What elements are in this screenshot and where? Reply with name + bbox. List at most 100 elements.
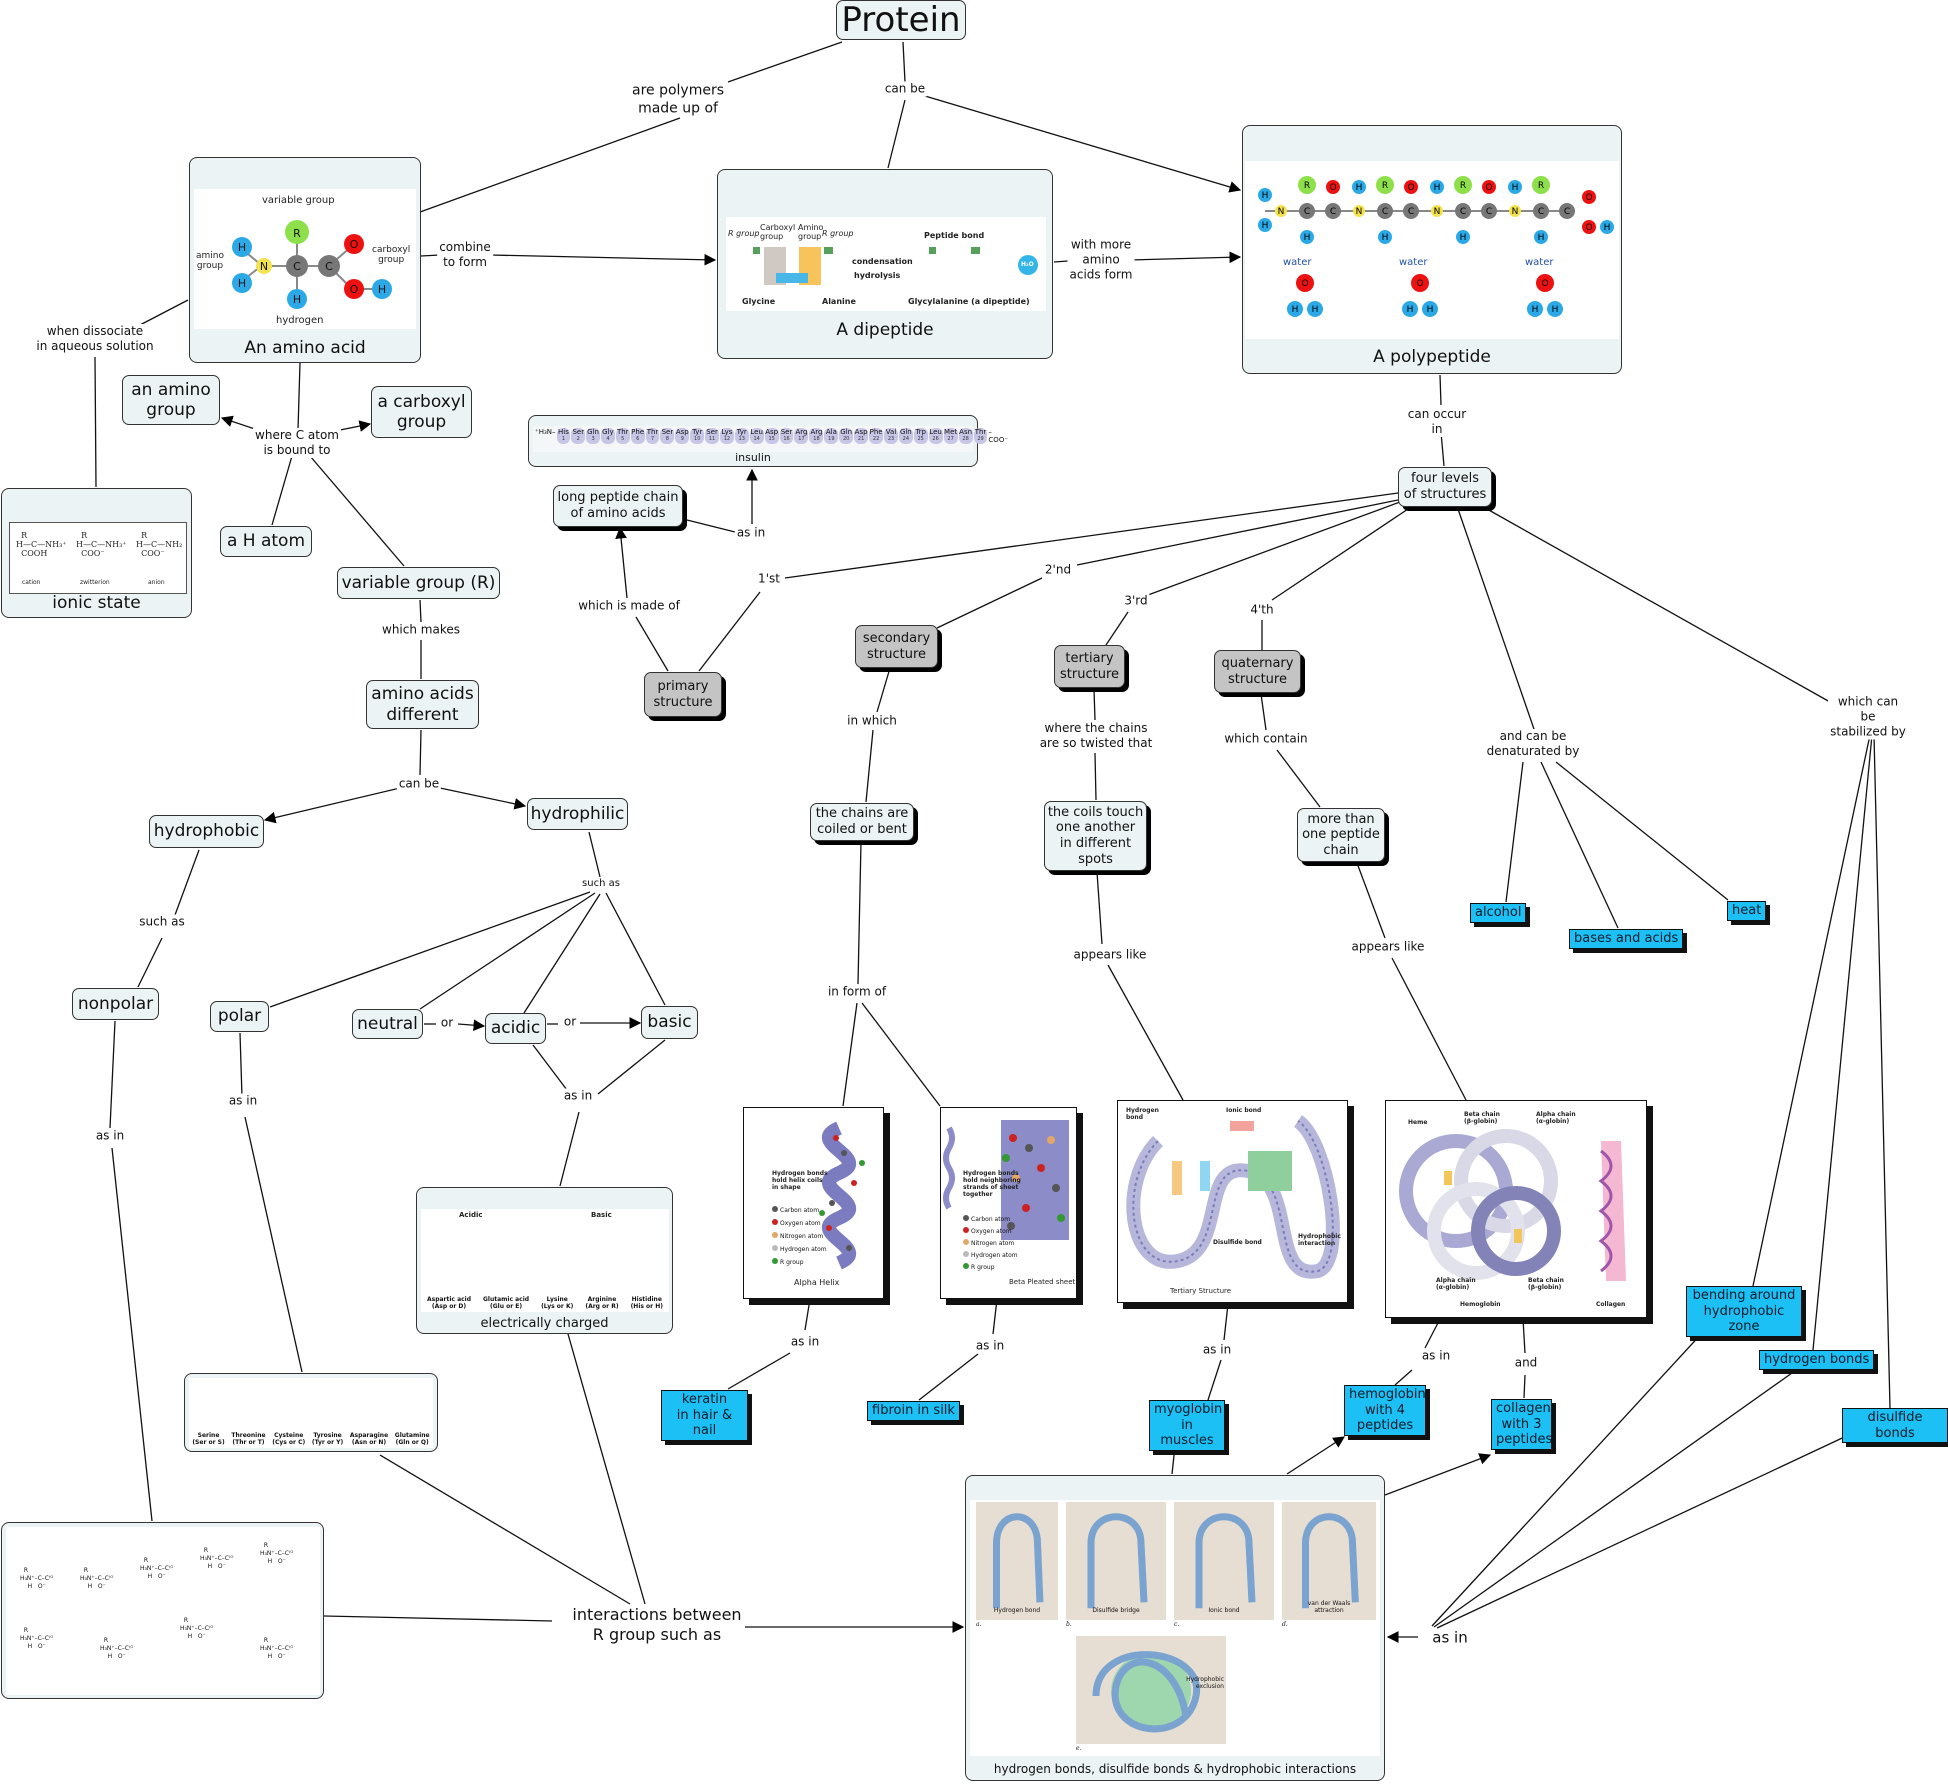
link-label-which-makes: which makes (380, 622, 462, 638)
basic-node[interactable]: basic (641, 1006, 698, 1039)
electrically-charged-node[interactable]: Acidic Basic Aspartic acid (Asp or D)Glu… (416, 1187, 673, 1334)
atom-N (1353, 205, 1365, 217)
link-label-in-which: in which (845, 713, 899, 729)
coils-touch-node[interactable]: the coils touch one another in different… (1044, 801, 1147, 871)
long-peptide-chain-node[interactable]: long peptide chain of amino acids (553, 485, 683, 527)
acidic-caption: Acidic (459, 1211, 483, 1219)
bond-panel-caption: Hydrogen bond (993, 1607, 1041, 1614)
svg-text:H: H (1434, 183, 1441, 193)
variable-group-node[interactable]: variable group (R) (337, 567, 500, 599)
legend-item: Nitrogen atom (772, 1230, 827, 1243)
svg-text:N: N (1512, 207, 1519, 217)
acidic-node[interactable]: acidic (485, 1013, 546, 1044)
helix-note: Hydrogen bonds hold helix coils in shape (772, 1170, 828, 1191)
beta-sheet-image[interactable]: Hydrogen bonds hold neighboring strands … (940, 1107, 1077, 1299)
amino-acids-different-node[interactable]: amino acids different (366, 680, 479, 729)
tertiary-structure-node[interactable]: tertiary structure (1054, 645, 1125, 688)
nonpolar-node[interactable]: nonpolar (72, 988, 159, 1020)
link-label-can-occur: can occur in (1405, 407, 1469, 437)
svg-text:O: O (1416, 279, 1423, 289)
svg-text:H: H (1292, 305, 1299, 315)
disulfide-bonds-tag[interactable]: disulfide bonds (1842, 1408, 1948, 1444)
nonpolar-amino-acids-node[interactable]: R H₃N⁺–C–C⁽ᴼ H O⁻ R H₃N⁺–C–C⁽ᴼ H O⁻ R H₃… (1, 1522, 324, 1699)
atom-N (1509, 205, 1521, 217)
svg-text:H: H (1538, 233, 1545, 243)
svg-text:H: H (1262, 221, 1269, 231)
tertiary-structure-image[interactable]: Hydrogen bond Ionic bond Disulfide bond … (1117, 1100, 1348, 1303)
carboxyl-group-node[interactable]: a carboxyl group (371, 386, 472, 438)
neutral-node[interactable]: neutral (352, 1009, 423, 1039)
r-group2-caption: R group (822, 229, 854, 238)
polar-amino-acids-node[interactable]: Serine (Ser or S)Threonine (Thr or T)Cys… (184, 1373, 438, 1452)
water-label-1: water (1283, 257, 1312, 268)
hemoglobin-collagen-icon (1399, 1129, 1626, 1281)
water-label-2: water (1399, 257, 1428, 268)
dipeptide-node[interactable]: R group Carboxyl group Amino group R gro… (717, 169, 1053, 359)
condensation-caption: condensation (852, 257, 913, 266)
hemoglobin-caption: Hemoglobin (1460, 1301, 1501, 1308)
heat-tag[interactable]: heat (1727, 901, 1767, 921)
link-label-as-in-myoglobin: as in (1200, 1342, 1234, 1358)
chains-coiled-node[interactable]: the chains are coiled or bent (810, 803, 914, 841)
nonpolar-amino-acid-structure: R H₃N⁺–C–C⁽ᴼ H O⁻ (200, 1547, 234, 1570)
svg-text:C: C (325, 260, 333, 273)
alcohol-tag[interactable]: alcohol (1470, 903, 1527, 923)
atom-H (1258, 188, 1272, 202)
link-label-fourth: 4'th (1248, 602, 1276, 618)
svg-text:O: O (1329, 183, 1336, 193)
myoglobin-tag[interactable]: myoglobin in muscles (1149, 1400, 1225, 1451)
alpha-helix-image[interactable]: Hydrogen bonds hold helix coils in shape… (743, 1107, 884, 1299)
atom-R (1376, 176, 1394, 194)
svg-text:R: R (293, 227, 301, 240)
hydrophobic-node[interactable]: hydrophobic (149, 815, 264, 848)
link-label-or-2: or (561, 1014, 579, 1030)
link-label-as-in-polar: as in (226, 1093, 260, 1109)
more-than-one-chain-node[interactable]: more than one peptide chain (1297, 808, 1385, 862)
primary-structure-node[interactable]: primary structure (644, 672, 722, 717)
quaternary-structure-image[interactable]: Heme Beta chain (β-globin) Alpha chain (… (1385, 1100, 1647, 1318)
svg-text:H: H (1512, 183, 1519, 193)
bond-panel-letter: e. (1076, 1745, 1082, 1752)
water-label-3: water (1525, 257, 1554, 268)
keratin-tag[interactable]: keratin in hair & nail (661, 1390, 748, 1441)
collagen-tag[interactable]: collagen with 3 peptides (1491, 1399, 1552, 1450)
protein-root-node[interactable]: Protein (836, 0, 966, 40)
polar-node[interactable]: polar (210, 1001, 269, 1032)
ionic-state-label: ionic state (52, 593, 141, 613)
amino-group-node[interactable]: an amino group (122, 375, 220, 425)
tertiary-disulfide-caption: Disulfide bond (1213, 1239, 1262, 1246)
link-label-as-in-bonds: as in (1430, 1628, 1470, 1648)
amino-acid-name: Lysine (Lys or K) (541, 1296, 574, 1310)
charged-amino-acids-diagram: Acidic Basic Aspartic acid (Asp or D)Glu… (421, 1209, 669, 1312)
atom-H (1300, 230, 1314, 244)
bending-tag[interactable]: bending around hydrophobic zone (1686, 1286, 1802, 1337)
hemoglobin-tag[interactable]: hemoglobin with 4 peptides (1344, 1385, 1426, 1436)
quaternary-structure-node[interactable]: quaternary structure (1214, 650, 1301, 693)
fibroin-tag[interactable]: fibroin in silk (867, 1401, 960, 1421)
four-levels-node[interactable]: four levels of structures (1398, 467, 1492, 507)
polypeptide-label: A polypeptide (1373, 347, 1491, 367)
dipeptide-diagram: R group Carboxyl group Amino group R gro… (726, 217, 1046, 311)
atom-C (1403, 203, 1419, 219)
secondary-structure-node[interactable]: secondary structure (855, 625, 938, 668)
h-atom-node[interactable]: a H atom (220, 526, 312, 557)
hydrogen-bonds-tag[interactable]: hydrogen bonds (1759, 1350, 1875, 1370)
bases-and-acids-tag[interactable]: bases and acids (1569, 929, 1684, 949)
nonpolar-amino-acids-diagram: R H₃N⁺–C–C⁽ᴼ H O⁻ R H₃N⁺–C–C⁽ᴼ H O⁻ R H₃… (6, 1527, 320, 1695)
link-label-appears-like-3: appears like (1071, 947, 1149, 963)
ionic-state-node[interactable]: R H—C—NH₃⁺ COOH R H—C—NH₃⁺ COO⁻ R H—C—NH… (1, 488, 192, 618)
hydrophilic-node[interactable]: hydrophilic (527, 798, 628, 830)
svg-text:C: C (1408, 207, 1414, 217)
